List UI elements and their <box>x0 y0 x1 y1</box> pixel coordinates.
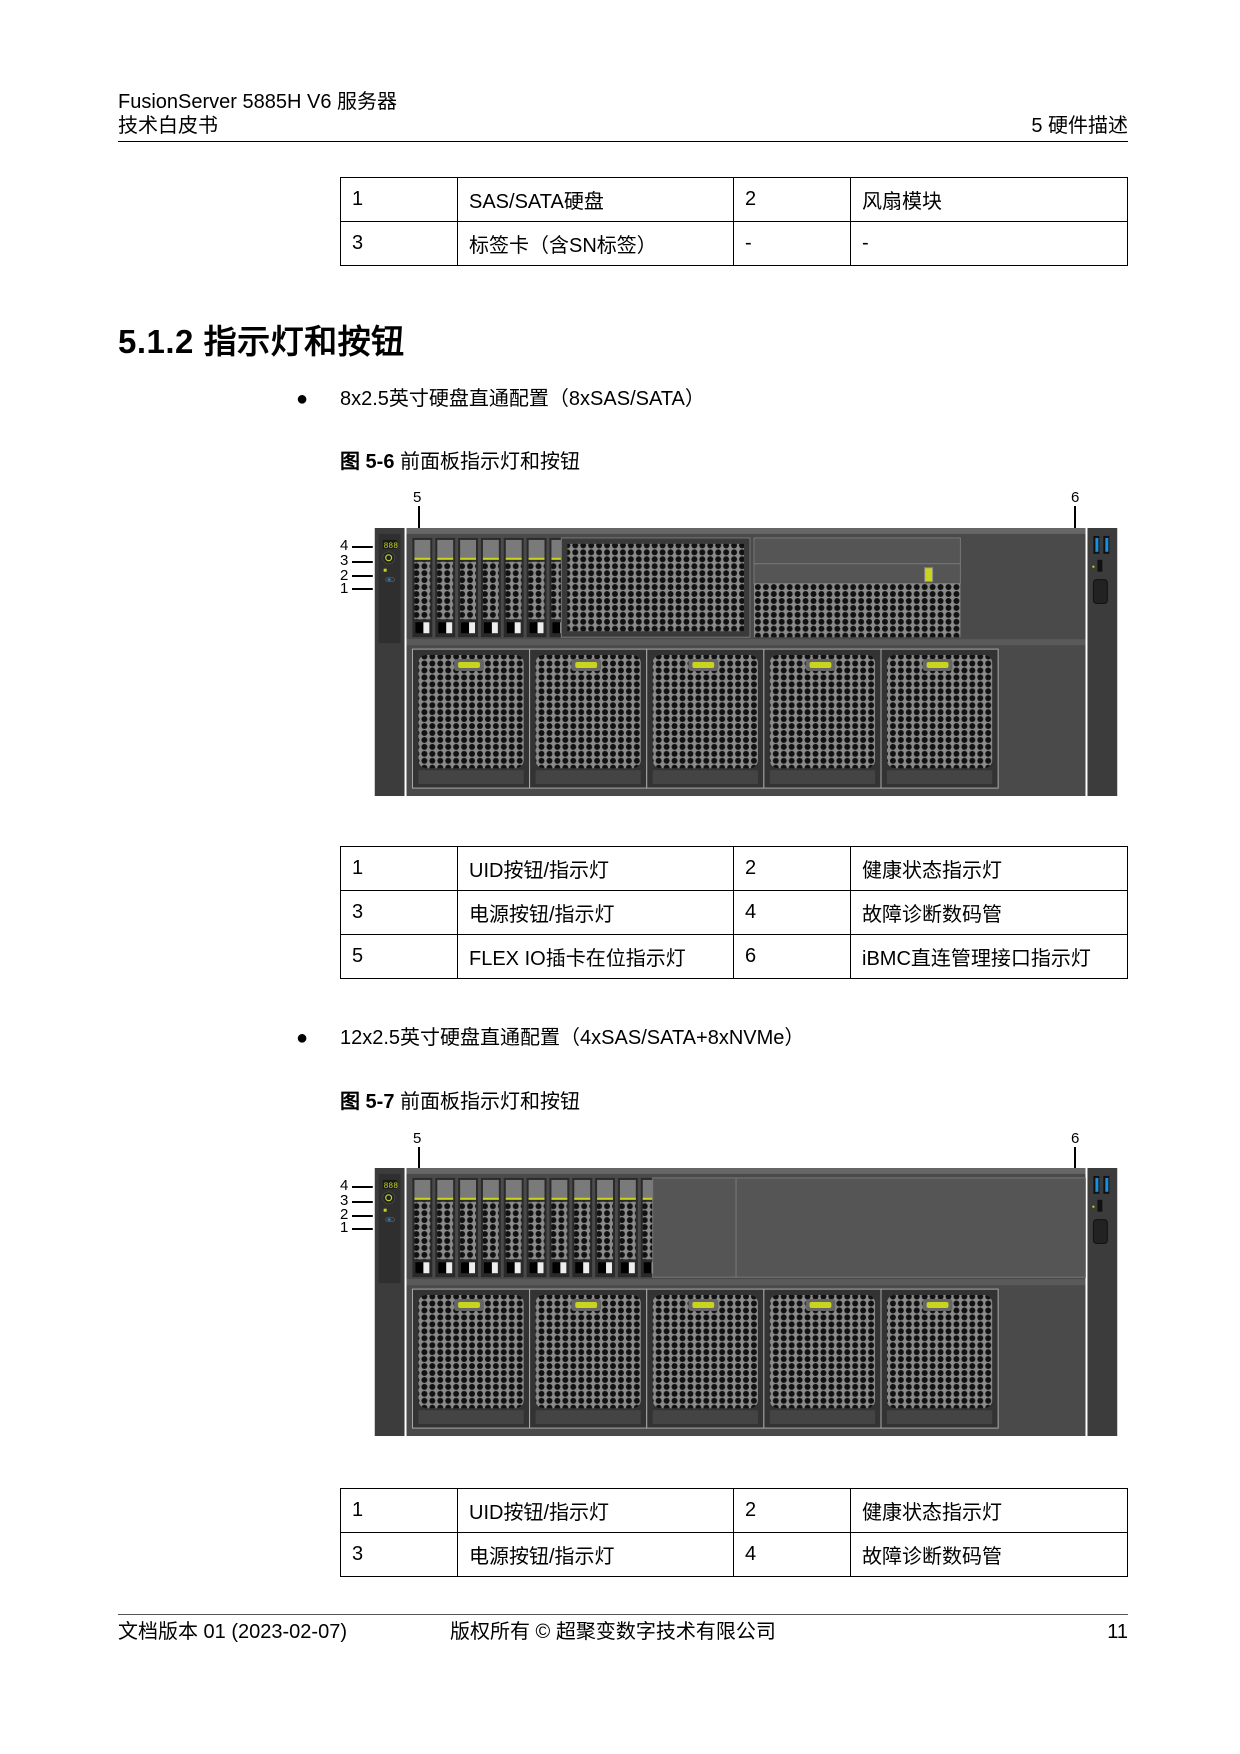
table-row: 3 标签卡（含SN标签） - - <box>340 221 1128 266</box>
table-cell: 1 <box>340 1488 458 1533</box>
config2-description: 12x2.5英寸硬盘直通配置（4xSAS/SATA+8xNVMe） <box>340 1027 805 1049</box>
page-number: 11 <box>1107 1621 1128 1643</box>
table-cell: 风扇模块 <box>850 177 1128 222</box>
table-cell: 1 <box>340 177 458 222</box>
callout-3: 3 <box>340 552 349 569</box>
table-row: 1 UID按钮/指示灯 2 健康状态指示灯 <box>340 846 1128 891</box>
table-cell: 4 <box>733 1532 851 1577</box>
table-cell: 3 <box>340 1532 458 1577</box>
svg-text:888: 888 <box>384 1182 399 1191</box>
table-cell: - <box>850 221 1128 266</box>
table-row: 3 电源按钮/指示灯 4 故障诊断数码管 <box>340 1532 1128 1577</box>
callout-1: 1 <box>340 1219 349 1236</box>
callout-3: 3 <box>340 1192 349 1209</box>
callout-4: 4 <box>340 537 349 554</box>
callout-4: 4 <box>340 1177 349 1194</box>
server-front-panel-12-drive: 888 <box>372 1168 1120 1438</box>
config1-description: 8x2.5英寸硬盘直通配置（8xSAS/SATA） <box>340 388 705 410</box>
table-cell: 故障诊断数码管 <box>850 1532 1128 1577</box>
table-row: 5 FLEX IO插卡在位指示灯 6 iBMC直连管理接口指示灯 <box>340 934 1128 979</box>
section-heading: 5.1.2 指示灯和按钮 <box>118 323 405 360</box>
table-cell: 2 <box>733 846 851 891</box>
callout-1: 1 <box>340 580 349 597</box>
footer-divider <box>118 1614 1128 1615</box>
figure-title: 前面板指示灯和按钮 <box>400 1091 581 1113</box>
table-cell: 5 <box>340 934 458 979</box>
table-cell: 健康状态指示灯 <box>850 1488 1128 1533</box>
figure-title: 前面板指示灯和按钮 <box>400 451 581 473</box>
figure-caption-5-7: 图 5-7 前面板指示灯和按钮 <box>340 1090 580 1114</box>
table-cell: iBMC直连管理接口指示灯 <box>850 934 1128 979</box>
drive-bays <box>412 537 593 638</box>
callout-5: 5 <box>413 1130 422 1147</box>
table-cell: 故障诊断数码管 <box>850 890 1128 935</box>
callout-2: 2 <box>340 1206 349 1223</box>
figure-label: 图 5-6 <box>340 451 395 473</box>
header-divider <box>118 141 1128 142</box>
legend-table-5-7: 1 UID按钮/指示灯 2 健康状态指示灯 3 电源按钮/指示灯 4 故障诊断数… <box>340 1488 1128 1577</box>
legend-table-top: 1 SAS/SATA硬盘 2 风扇模块 3 标签卡（含SN标签） - - <box>340 177 1128 266</box>
header-chapter: 5 硬件描述 <box>1031 115 1128 137</box>
legend-table-5-6: 1 UID按钮/指示灯 2 健康状态指示灯 3 电源按钮/指示灯 4 故障诊断数… <box>340 846 1128 979</box>
svg-text:888: 888 <box>384 542 399 551</box>
table-cell: FLEX IO插卡在位指示灯 <box>457 934 734 979</box>
callout-5: 5 <box>413 489 422 506</box>
bullet-icon: ● <box>296 388 309 410</box>
callout-6: 6 <box>1071 1130 1080 1147</box>
table-cell: 2 <box>733 1488 851 1533</box>
table-cell: - <box>733 221 851 266</box>
drive-bays <box>412 1177 684 1278</box>
footer-copyright: 版权所有 © 超聚变数字技术有限公司 <box>450 1621 776 1643</box>
header-product: FusionServer 5885H V6 服务器 <box>118 91 398 113</box>
table-row: 3 电源按钮/指示灯 4 故障诊断数码管 <box>340 890 1128 935</box>
figure-label: 图 5-7 <box>340 1091 395 1113</box>
table-cell: 2 <box>733 177 851 222</box>
table-cell: 健康状态指示灯 <box>850 846 1128 891</box>
callout-2: 2 <box>340 567 349 584</box>
table-cell: 标签卡（含SN标签） <box>457 221 734 266</box>
table-cell: 6 <box>733 934 851 979</box>
table-cell: 1 <box>340 846 458 891</box>
table-cell: SAS/SATA硬盘 <box>457 177 734 222</box>
table-row: 1 SAS/SATA硬盘 2 风扇模块 <box>340 177 1128 222</box>
footer-version: 文档版本 01 (2023-02-07) <box>118 1621 347 1643</box>
table-cell: 4 <box>733 890 851 935</box>
bullet-icon: ● <box>296 1027 309 1049</box>
figure-caption-5-6: 图 5-6 前面板指示灯和按钮 <box>340 450 580 474</box>
table-cell: 电源按钮/指示灯 <box>457 890 734 935</box>
table-cell: 3 <box>340 890 458 935</box>
table-cell: UID按钮/指示灯 <box>457 846 734 891</box>
header-doc-type: 技术白皮书 <box>118 115 218 137</box>
table-cell: 3 <box>340 221 458 266</box>
server-front-panel-8-drive: 888 <box>372 528 1120 798</box>
table-cell: UID按钮/指示灯 <box>457 1488 734 1533</box>
table-cell: 电源按钮/指示灯 <box>457 1532 734 1577</box>
callout-6: 6 <box>1071 489 1080 506</box>
table-row: 1 UID按钮/指示灯 2 健康状态指示灯 <box>340 1488 1128 1533</box>
